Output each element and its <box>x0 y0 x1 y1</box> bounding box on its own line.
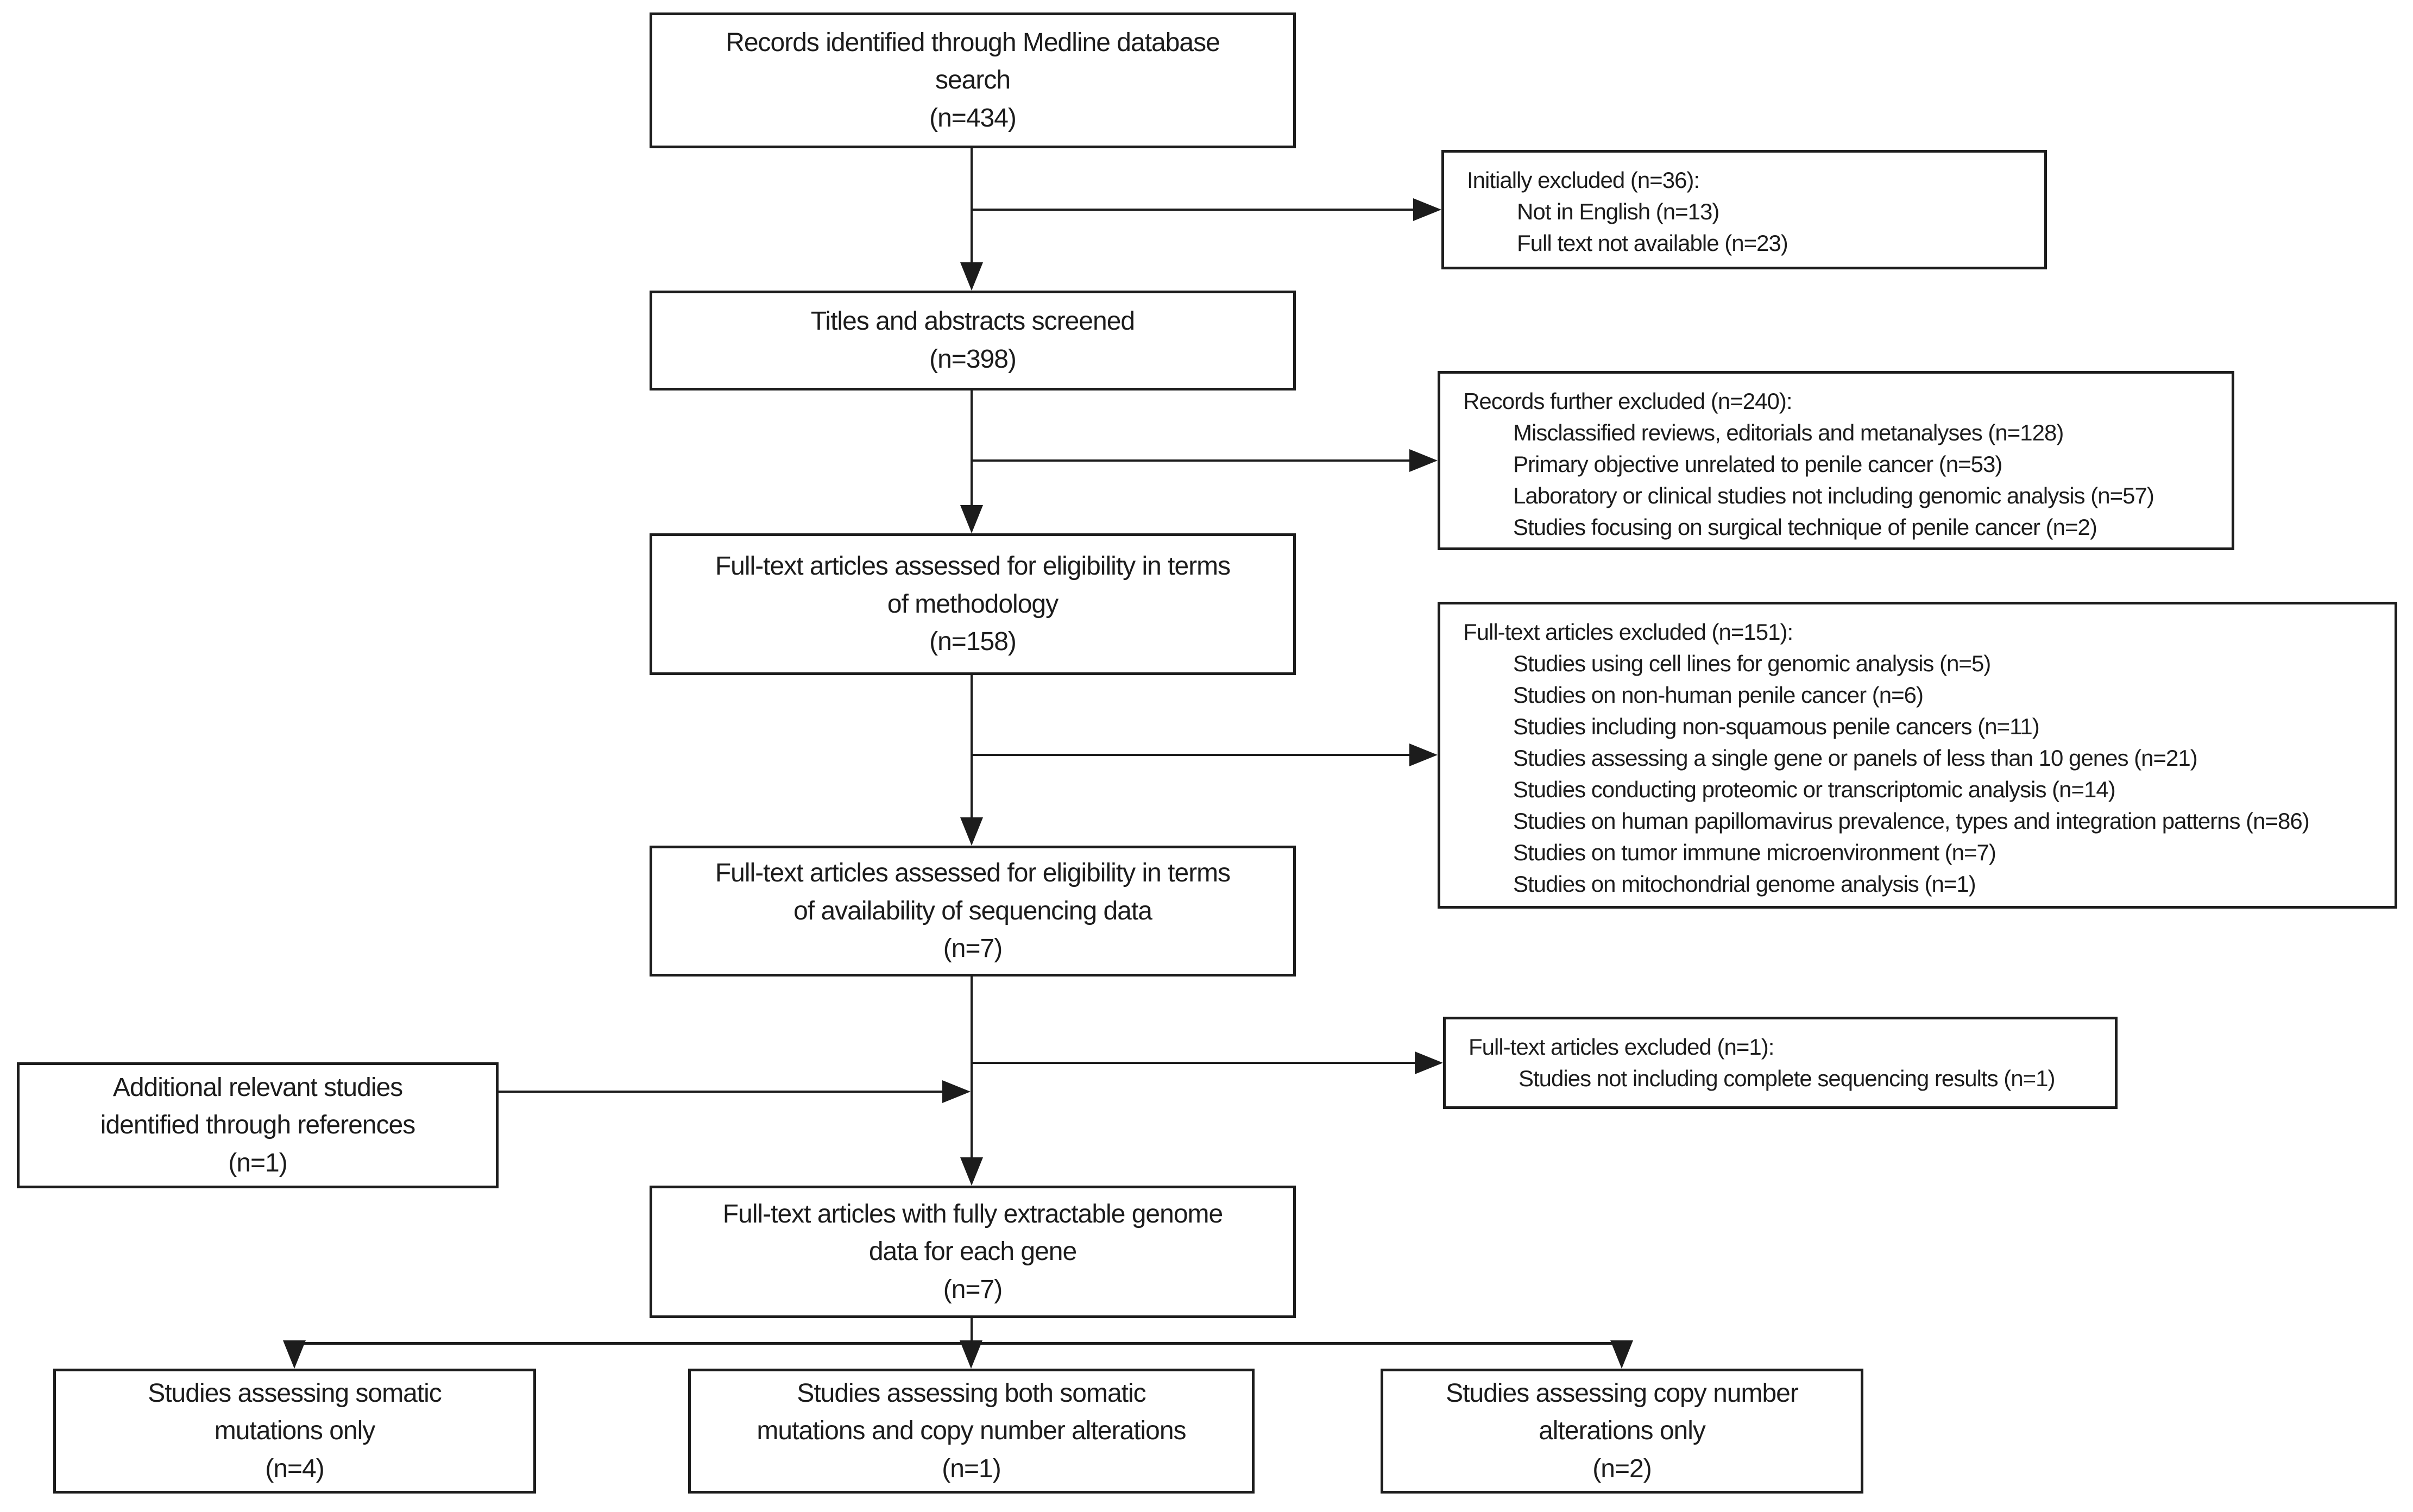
exclusion-list: Not in English (n=13) Full text not avail… <box>1467 196 2034 259</box>
connector-to-initially-excluded <box>972 209 1415 211</box>
exclusion-title: Full-text articles excluded (n=1): <box>1469 1034 1774 1060</box>
box-somatic-and-cna: Studies assessing both somatic mutations… <box>688 1369 1255 1494</box>
arrowhead-right-icon <box>1415 1051 1443 1074</box>
arrowhead-right-icon <box>942 1080 971 1103</box>
arrowhead-right-icon <box>1409 744 1438 766</box>
arrowhead-down-icon <box>960 1340 982 1369</box>
box-initially-excluded: Initially excluded (n=36): Not in Englis… <box>1441 150 2047 269</box>
exclusion-title: Initially excluded (n=36): <box>1467 167 1700 193</box>
exclusion-item: Studies including non-squamous penile ca… <box>1513 713 2040 739</box>
box-eligibility-methodology-text: Full-text articles assessed for eligibil… <box>715 552 1231 657</box>
box-somatic-and-cna-text: Studies assessing both somatic mutations… <box>757 1378 1186 1483</box>
box-eligibility-sequencing-data-text: Full-text articles assessed for eligibil… <box>715 859 1231 963</box>
exclusion-item: Studies on tumor immune microenvironment… <box>1513 839 1996 865</box>
box-extractable-genome-data: Full-text articles with fully extractabl… <box>650 1186 1296 1318</box>
arrowhead-down-icon <box>960 505 983 533</box>
exclusion-item: Studies on non-human penile cancer (n=6) <box>1513 682 1924 708</box>
arrowhead-down-icon <box>960 817 983 846</box>
exclusion-item: Studies conducting proteomic or transcri… <box>1513 776 2116 802</box>
arrowhead-right-icon <box>1413 198 1441 221</box>
connector-extractable-to-distributor <box>971 1318 973 1344</box>
arrowhead-down-icon <box>1610 1340 1633 1369</box>
box-cna-only: Studies assessing copy number alteration… <box>1381 1369 1863 1494</box>
box-records-identified-text: Records identified through Medline datab… <box>726 28 1220 133</box>
exclusion-item: Studies on mitochondrial genome analysis… <box>1513 871 1976 897</box>
exclusion-list: Misclassified reviews, editorials and me… <box>1463 417 2222 543</box>
box-records-identified: Records identified through Medline datab… <box>650 12 1296 148</box>
exclusion-item: Not in English (n=13) <box>1517 198 1719 224</box>
box-cna-only-text: Studies assessing copy number alteration… <box>1446 1378 1799 1483</box>
connector-to-records-further-excluded <box>972 459 1412 462</box>
connector-sequencing-to-extractable <box>971 976 973 1158</box>
box-additional-references: Additional relevant studies identified t… <box>17 1062 499 1188</box>
exclusion-item: Studies not including complete sequencin… <box>1519 1065 2055 1091</box>
exclusion-item: Full text not available (n=23) <box>1517 230 1788 256</box>
connector-screened-to-methodology <box>971 390 973 506</box>
box-titles-abstracts-screened-text: Titles and abstracts screened (n=398) <box>810 307 1135 374</box>
exclusion-item: Studies on human papillomavirus prevalen… <box>1513 808 2310 834</box>
exclusion-list: Studies not including complete sequencin… <box>1469 1063 2105 1094</box>
exclusion-item: Studies using cell lines for genomic ana… <box>1513 650 1991 676</box>
box-fulltext-excluded-sequencing: Full-text articles excluded (n=1): Studi… <box>1443 1017 2118 1109</box>
box-somatic-mutations-only-text: Studies assessing somatic mutations only… <box>148 1378 442 1483</box>
box-fulltext-excluded-methodology: Full-text articles excluded (n=151): Stu… <box>1438 602 2397 909</box>
arrowhead-right-icon <box>1409 449 1438 472</box>
box-additional-references-text: Additional relevant studies identified t… <box>100 1073 415 1177</box>
connector-methodology-to-sequencing <box>971 675 973 818</box>
arrowhead-down-icon <box>283 1340 306 1369</box>
box-extractable-genome-data-text: Full-text articles with fully extractabl… <box>722 1199 1223 1304</box>
exclusion-title: Records further excluded (n=240): <box>1463 388 1793 414</box>
box-records-further-excluded: Records further excluded (n=240): Miscla… <box>1438 371 2234 550</box>
arrowhead-down-icon <box>960 262 983 291</box>
exclusion-item: Studies assessing a single gene or panel… <box>1513 745 2198 771</box>
box-eligibility-sequencing-data: Full-text articles assessed for eligibil… <box>650 846 1296 976</box>
exclusion-item: Studies focusing on surgical technique o… <box>1513 514 2097 540</box>
connector-additional-references-to-flow <box>499 1091 944 1093</box>
connector-to-fulltext-excluded-sequencing <box>972 1062 1417 1064</box>
exclusion-item: Primary objective unrelated to penile ca… <box>1513 451 2002 477</box>
box-somatic-mutations-only: Studies assessing somatic mutations only… <box>53 1369 536 1494</box>
arrowhead-down-icon <box>960 1157 983 1186</box>
exclusion-item: Misclassified reviews, editorials and me… <box>1513 419 2064 445</box>
connector-records-to-screened <box>971 148 973 263</box>
exclusion-list: Studies using cell lines for genomic ana… <box>1463 648 2385 900</box>
box-eligibility-methodology: Full-text articles assessed for eligibil… <box>650 533 1296 675</box>
connector-to-fulltext-excluded-methodology <box>972 754 1412 756</box>
box-titles-abstracts-screened: Titles and abstracts screened (n=398) <box>650 291 1296 390</box>
exclusion-title: Full-text articles excluded (n=151): <box>1463 619 1793 645</box>
exclusion-item: Laboratory or clinical studies not inclu… <box>1513 482 2154 508</box>
distributor-line <box>293 1342 1624 1345</box>
